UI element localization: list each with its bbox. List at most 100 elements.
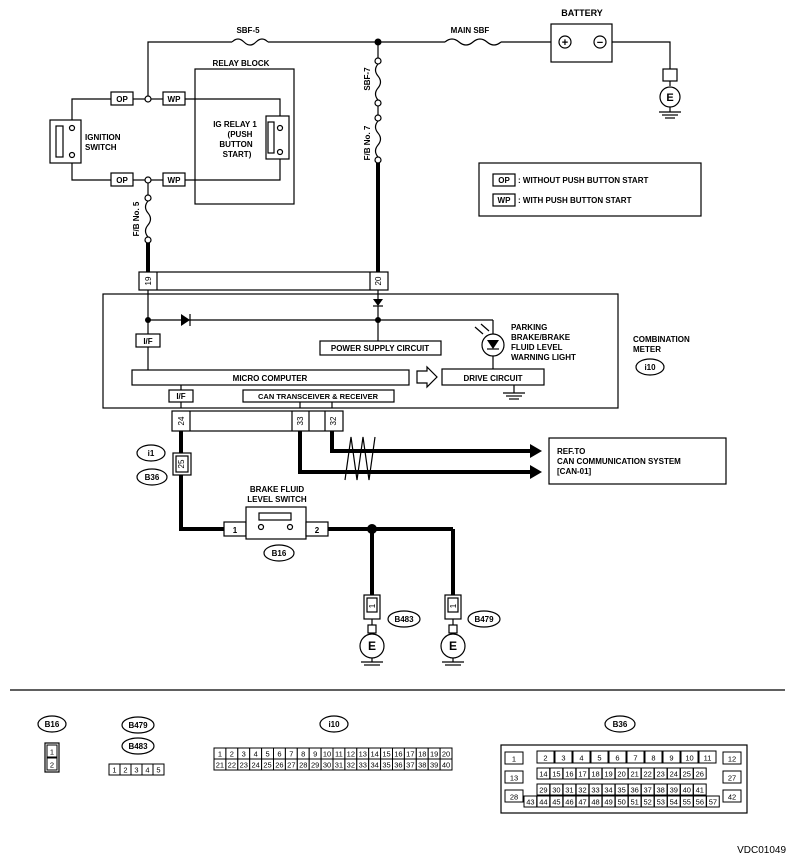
svg-text:6: 6 — [277, 750, 281, 759]
svg-text:45: 45 — [552, 798, 560, 807]
relay-line-1: IG RELAY 1 — [213, 120, 257, 129]
svg-text:8: 8 — [651, 754, 655, 763]
svg-text:37: 37 — [643, 786, 651, 795]
i10-pin-11: 11 — [332, 747, 346, 760]
i10-pin-6: 6 — [273, 747, 286, 760]
svg-text:1: 1 — [218, 750, 222, 759]
svg-text:E: E — [449, 639, 457, 653]
svg-text:26: 26 — [696, 770, 704, 779]
warning-line-2: BRAKE/BRAKE — [511, 333, 571, 342]
i10-pin-20: 20 — [439, 747, 453, 760]
svg-text:3: 3 — [561, 754, 565, 763]
svg-text:38: 38 — [418, 761, 426, 770]
relay-block-title: RELAY BLOCK — [213, 59, 270, 68]
b36-pin-44: 44 — [536, 795, 551, 808]
i10-pin-1: 1 — [213, 747, 227, 760]
svg-text:3: 3 — [134, 766, 138, 775]
i10-pin-31: 31 — [332, 758, 346, 771]
svg-text:36: 36 — [394, 761, 402, 770]
svg-text:WP: WP — [498, 196, 512, 205]
i10-pin-40: 40 — [439, 758, 453, 771]
svg-text:E: E — [368, 639, 376, 653]
i10-pin-4: 4 — [249, 747, 263, 760]
b36-pin-51: 51 — [627, 795, 642, 808]
battery: + − BATTERY — [550, 8, 613, 63]
ref-line-3: [CAN-01] — [557, 467, 592, 476]
svg-text:33: 33 — [359, 761, 367, 770]
pin-25: 25 — [177, 459, 186, 468]
svg-text:2: 2 — [543, 754, 547, 763]
b483-pin-1: 1 — [368, 603, 377, 608]
brake-switch-line-1: BRAKE FLUID — [250, 485, 304, 494]
svg-text:B479: B479 — [128, 721, 148, 730]
i10-pin-38: 38 — [415, 758, 429, 771]
i10-pin-9: 9 — [308, 747, 322, 760]
can-wires — [298, 431, 542, 481]
b36-pin-21: 21 — [627, 767, 642, 780]
svg-text:19: 19 — [430, 750, 438, 759]
svg-text:21: 21 — [630, 770, 638, 779]
b483-oval: B483 — [387, 610, 421, 628]
i10-pin-2: 2 — [225, 747, 239, 760]
svg-text:31: 31 — [565, 786, 573, 795]
svg-text:10: 10 — [323, 750, 331, 759]
svg-text:39: 39 — [670, 786, 678, 795]
b36-pin-20: 20 — [614, 767, 629, 780]
svg-text:55: 55 — [683, 798, 691, 807]
svg-text:29: 29 — [539, 786, 547, 795]
svg-text:B16: B16 — [272, 549, 287, 558]
svg-text:18: 18 — [591, 770, 599, 779]
ignition-line-2: SWITCH — [85, 143, 117, 152]
svg-text:41: 41 — [696, 786, 704, 795]
svg-text:i10: i10 — [644, 363, 656, 372]
ignition-circuit — [49, 68, 295, 272]
svg-text:40: 40 — [683, 786, 691, 795]
svg-text:22: 22 — [228, 761, 236, 770]
relay-line-4: START) — [223, 150, 252, 159]
svg-text:44: 44 — [539, 798, 547, 807]
i10-pin-17: 17 — [403, 747, 417, 760]
b36-pin-8: 8 — [644, 750, 663, 764]
meter-top-connector — [138, 271, 389, 294]
b36-pin-18: 18 — [588, 767, 603, 780]
svg-text:50: 50 — [617, 798, 625, 807]
svg-text:57: 57 — [709, 798, 717, 807]
svg-text:11: 11 — [335, 750, 343, 759]
svg-text:B479: B479 — [474, 615, 494, 624]
svg-text:34: 34 — [370, 761, 378, 770]
svg-text:B16: B16 — [45, 720, 60, 729]
svg-text:32: 32 — [578, 786, 586, 795]
svg-text:18: 18 — [418, 750, 426, 759]
b36-pin-1: 1 — [504, 751, 524, 765]
b36-pin-7: 7 — [626, 750, 645, 764]
i10-pin-23: 23 — [237, 758, 251, 771]
b16-oval: B16 — [263, 544, 295, 562]
svg-text:B483: B483 — [394, 615, 414, 624]
b36-pin-50: 50 — [614, 795, 629, 808]
svg-text:48: 48 — [591, 798, 599, 807]
b36-pin-42: 42 — [722, 789, 742, 803]
b36-pin-9: 9 — [662, 750, 681, 764]
svg-text:i10: i10 — [328, 720, 340, 729]
svg-text:16: 16 — [565, 770, 573, 779]
svg-text:25: 25 — [263, 761, 271, 770]
svg-text:46: 46 — [565, 798, 573, 807]
i10-pin-5: 5 — [261, 747, 275, 760]
svg-text:24: 24 — [251, 761, 259, 770]
svg-text:5: 5 — [597, 754, 601, 763]
i10-pin-30: 30 — [320, 758, 334, 771]
i10-pin-24: 24 — [249, 758, 263, 771]
svg-text:2: 2 — [50, 761, 54, 770]
svg-text:22: 22 — [643, 770, 651, 779]
b36-pin-29: 29 — [536, 783, 551, 796]
ignition-line-1: IGNITION — [85, 133, 121, 142]
svg-text:15: 15 — [552, 770, 560, 779]
svg-text:47: 47 — [578, 798, 586, 807]
b36-pin-2: 2 — [536, 750, 555, 764]
b36-pin-19: 19 — [601, 767, 616, 780]
i10-pin-8: 8 — [296, 747, 310, 760]
warning-line-4: WARNING LIGHT — [511, 353, 576, 362]
battery-ground-e: E — [666, 92, 673, 104]
svg-text:43: 43 — [526, 798, 534, 807]
i10-pin-19: 19 — [427, 747, 441, 760]
